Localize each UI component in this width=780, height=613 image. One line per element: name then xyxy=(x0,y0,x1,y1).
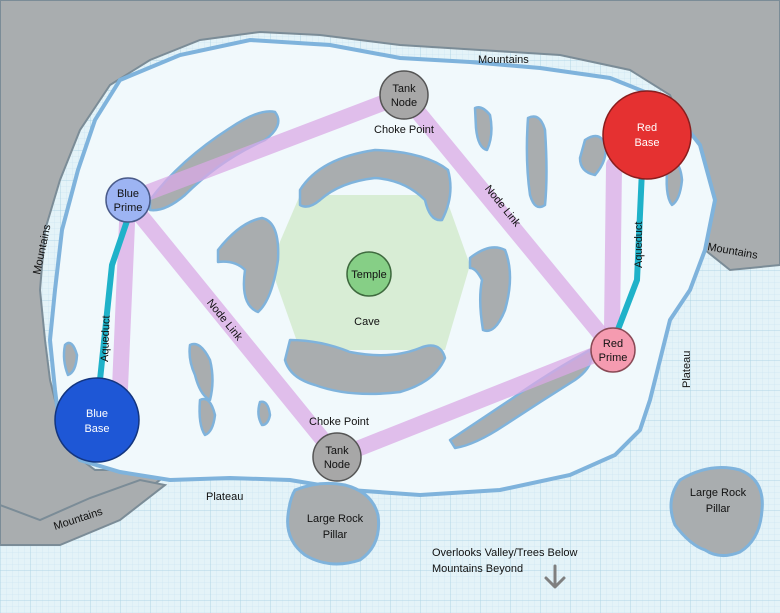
aqueduct-blue xyxy=(97,215,131,383)
red-prime-node[interactable]: Red Prime xyxy=(590,327,636,373)
red-base-node[interactable]: Red Base xyxy=(602,90,692,180)
svg-text:Red: Red xyxy=(603,338,623,350)
svg-text:Prime: Prime xyxy=(114,202,143,214)
label-cave: Cave xyxy=(354,316,380,328)
rock-pillar-right xyxy=(669,466,764,557)
label-overlook-2: Mountains Beyond xyxy=(432,563,523,575)
svg-text:Blue: Blue xyxy=(117,188,139,200)
tank-node-top[interactable]: Tank Node xyxy=(379,70,429,120)
svg-text:Node: Node xyxy=(324,459,350,471)
link-blueprime-tanktop xyxy=(120,87,412,208)
svg-text:Base: Base xyxy=(84,423,109,435)
label-pillar-center-1: Large Rock xyxy=(307,513,364,525)
svg-text:Prime: Prime xyxy=(599,352,628,364)
svg-text:Red: Red xyxy=(637,122,657,134)
link-tanktop-redprime xyxy=(396,87,620,356)
link-blueprime-bluebase xyxy=(112,192,136,396)
label-choke-point-bottom: Choke Point xyxy=(309,416,369,428)
label-pillar-right-2: Pillar xyxy=(706,503,731,515)
svg-text:Tank: Tank xyxy=(325,445,349,457)
svg-text:Node: Node xyxy=(391,97,417,109)
blue-prime-node[interactable]: Blue Prime xyxy=(105,177,151,223)
label-plateau-bottom: Plateau xyxy=(206,491,243,503)
svg-text:Base: Base xyxy=(634,137,659,149)
aqueducts xyxy=(97,167,645,383)
label-mountains-top: Mountains xyxy=(478,54,529,66)
blue-base-node[interactable]: Blue Base xyxy=(54,377,140,463)
rock-pillar-center xyxy=(286,481,381,566)
mountain-range-bottom xyxy=(0,478,168,546)
tank-node-bottom[interactable]: Tank Node xyxy=(312,432,362,482)
label-pillar-center-2: Pillar xyxy=(323,529,348,541)
link-tankbottom-redprime xyxy=(329,340,620,465)
interior-ridges xyxy=(62,106,684,450)
label-choke-point-top: Choke Point xyxy=(374,124,434,136)
label-aqueduct-left: Aqueduct xyxy=(99,315,113,362)
link-blueprime-tankbottom xyxy=(120,192,345,465)
aqueduct-red xyxy=(609,167,645,348)
svg-text:Temple: Temple xyxy=(351,269,386,281)
svg-text:Tank: Tank xyxy=(392,83,416,95)
down-arrow-icon xyxy=(544,564,566,589)
label-overlook-1: Overlooks Valley/Trees Below xyxy=(432,547,578,559)
label-pillar-right-1: Large Rock xyxy=(690,487,747,499)
temple-node[interactable]: Temple xyxy=(346,251,392,297)
svg-text:Blue: Blue xyxy=(86,408,108,420)
link-redbase-redprime xyxy=(604,157,622,338)
label-plateau-right: Plateau xyxy=(681,351,693,388)
label-aqueduct-right: Aqueduct xyxy=(633,222,645,268)
node-links xyxy=(112,87,622,465)
